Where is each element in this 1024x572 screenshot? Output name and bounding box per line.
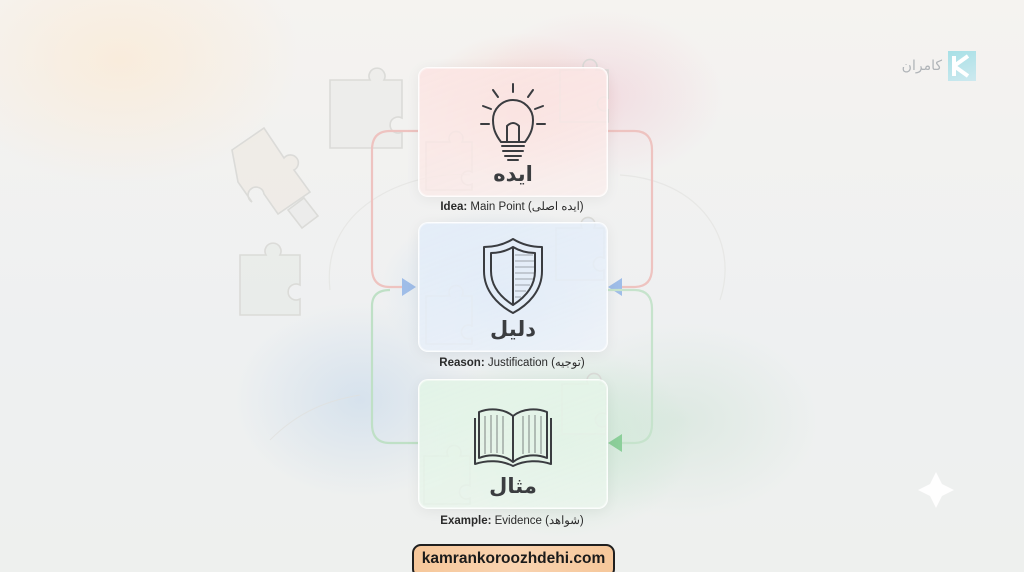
reason-caption-text: Justification (توجیه) bbox=[484, 357, 585, 369]
open-book-icon bbox=[474, 408, 552, 467]
example-title: مثال bbox=[489, 474, 537, 498]
k-logo-icon bbox=[948, 51, 976, 81]
website-url-link[interactable]: kamrankoroozhdehi.com bbox=[412, 544, 615, 572]
puzzle-piece-icon bbox=[231, 126, 312, 216]
idea-title: ایده bbox=[493, 162, 533, 186]
idea-caption-label: Idea: bbox=[440, 201, 468, 213]
shield-icon bbox=[483, 238, 543, 314]
brand-logo: کامران bbox=[884, 50, 976, 82]
example-caption: Example: Evidence (شواهد) bbox=[380, 513, 644, 527]
reason-caption: Reason: Justification (توجیه) bbox=[380, 355, 644, 369]
logo-text: کامران bbox=[901, 58, 942, 74]
connector-example-to-reason bbox=[370, 288, 418, 445]
reason-card: دلیل bbox=[418, 222, 608, 352]
example-caption-label: Example: bbox=[440, 515, 492, 527]
lightbulb-icon bbox=[480, 83, 546, 161]
reason-caption-label: Reason: bbox=[439, 357, 485, 369]
arrow-right-icon bbox=[402, 278, 416, 296]
example-caption-text: Evidence (شواهد) bbox=[491, 515, 584, 527]
connector-idea-to-reason-right bbox=[606, 129, 654, 289]
puzzle-piece-icon bbox=[329, 67, 403, 149]
idea-caption: Idea: Main Point (ایده اصلی) bbox=[380, 199, 644, 213]
sparkle-icon bbox=[918, 472, 954, 508]
arrow-left-icon bbox=[608, 434, 622, 452]
example-card: مثال bbox=[418, 379, 608, 509]
puzzle-piece-icon bbox=[286, 196, 320, 230]
reason-title: دلیل bbox=[490, 317, 536, 341]
connector-reason-to-example-right bbox=[606, 288, 654, 445]
idea-caption-text: Main Point (ایده اصلی) bbox=[467, 201, 584, 213]
puzzle-piece-icon bbox=[239, 242, 301, 316]
idea-card: ایده bbox=[418, 67, 608, 197]
connector-idea-to-reason bbox=[370, 129, 418, 289]
arrow-left-icon bbox=[608, 278, 622, 296]
